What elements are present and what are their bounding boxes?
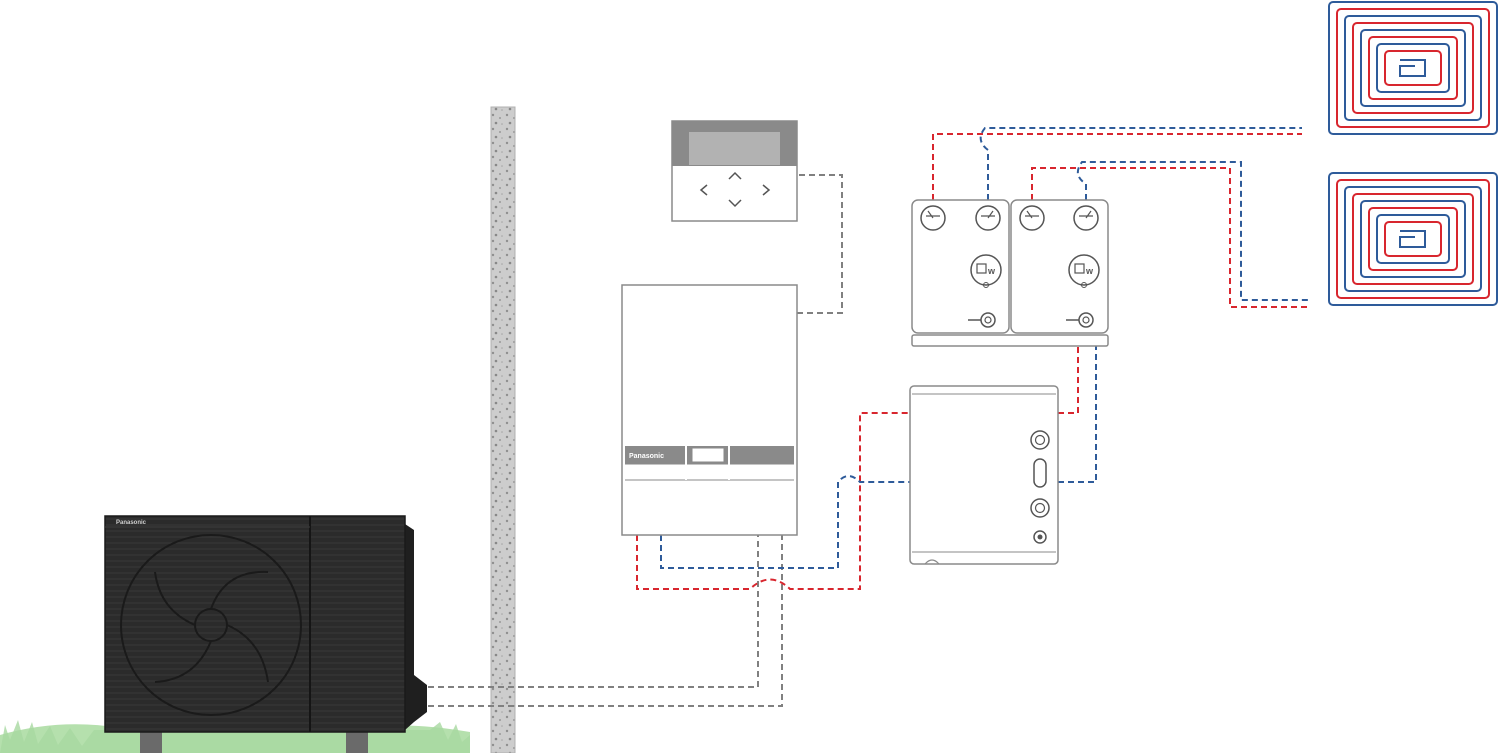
hydro-module-display xyxy=(691,447,725,463)
outdoor-unit-brand-label: Panasonic xyxy=(116,520,147,526)
tank-connector-icon xyxy=(1030,498,1050,518)
unit-foot xyxy=(140,730,162,753)
chevron-down-icon xyxy=(728,199,742,208)
refrigerant-pipes xyxy=(428,174,843,707)
svg-text:w: w xyxy=(1085,266,1094,276)
unit-foot xyxy=(346,730,368,753)
pump-station-1: w xyxy=(911,199,1010,334)
ball-valve-icon xyxy=(1066,312,1094,328)
svg-text:w: w xyxy=(987,266,996,276)
pump-station-2: w xyxy=(1010,199,1109,334)
tank-sight-glass xyxy=(1033,458,1047,488)
chevron-right-icon xyxy=(762,184,771,196)
tank-connector-icon xyxy=(1030,430,1050,450)
wall xyxy=(490,106,516,753)
remote-controller xyxy=(671,120,798,222)
controller-display xyxy=(689,132,780,165)
fan-icon xyxy=(120,534,302,716)
underfloor-heating-coil-1 xyxy=(1328,1,1498,135)
indoor-hydro-module: Panasonic xyxy=(621,284,798,536)
manifold-rail xyxy=(911,334,1109,347)
outdoor-heat-pump-unit: Panasonic xyxy=(104,515,427,753)
chevron-up-icon xyxy=(728,171,742,180)
underfloor-heating-coil-2 xyxy=(1328,172,1498,306)
hot-water-tank xyxy=(909,385,1059,565)
heating-pipes xyxy=(636,127,1310,590)
hydro-module-brand-label: Panasonic xyxy=(629,453,664,460)
chevron-left-icon xyxy=(699,184,708,196)
ball-valve-icon xyxy=(968,312,996,328)
